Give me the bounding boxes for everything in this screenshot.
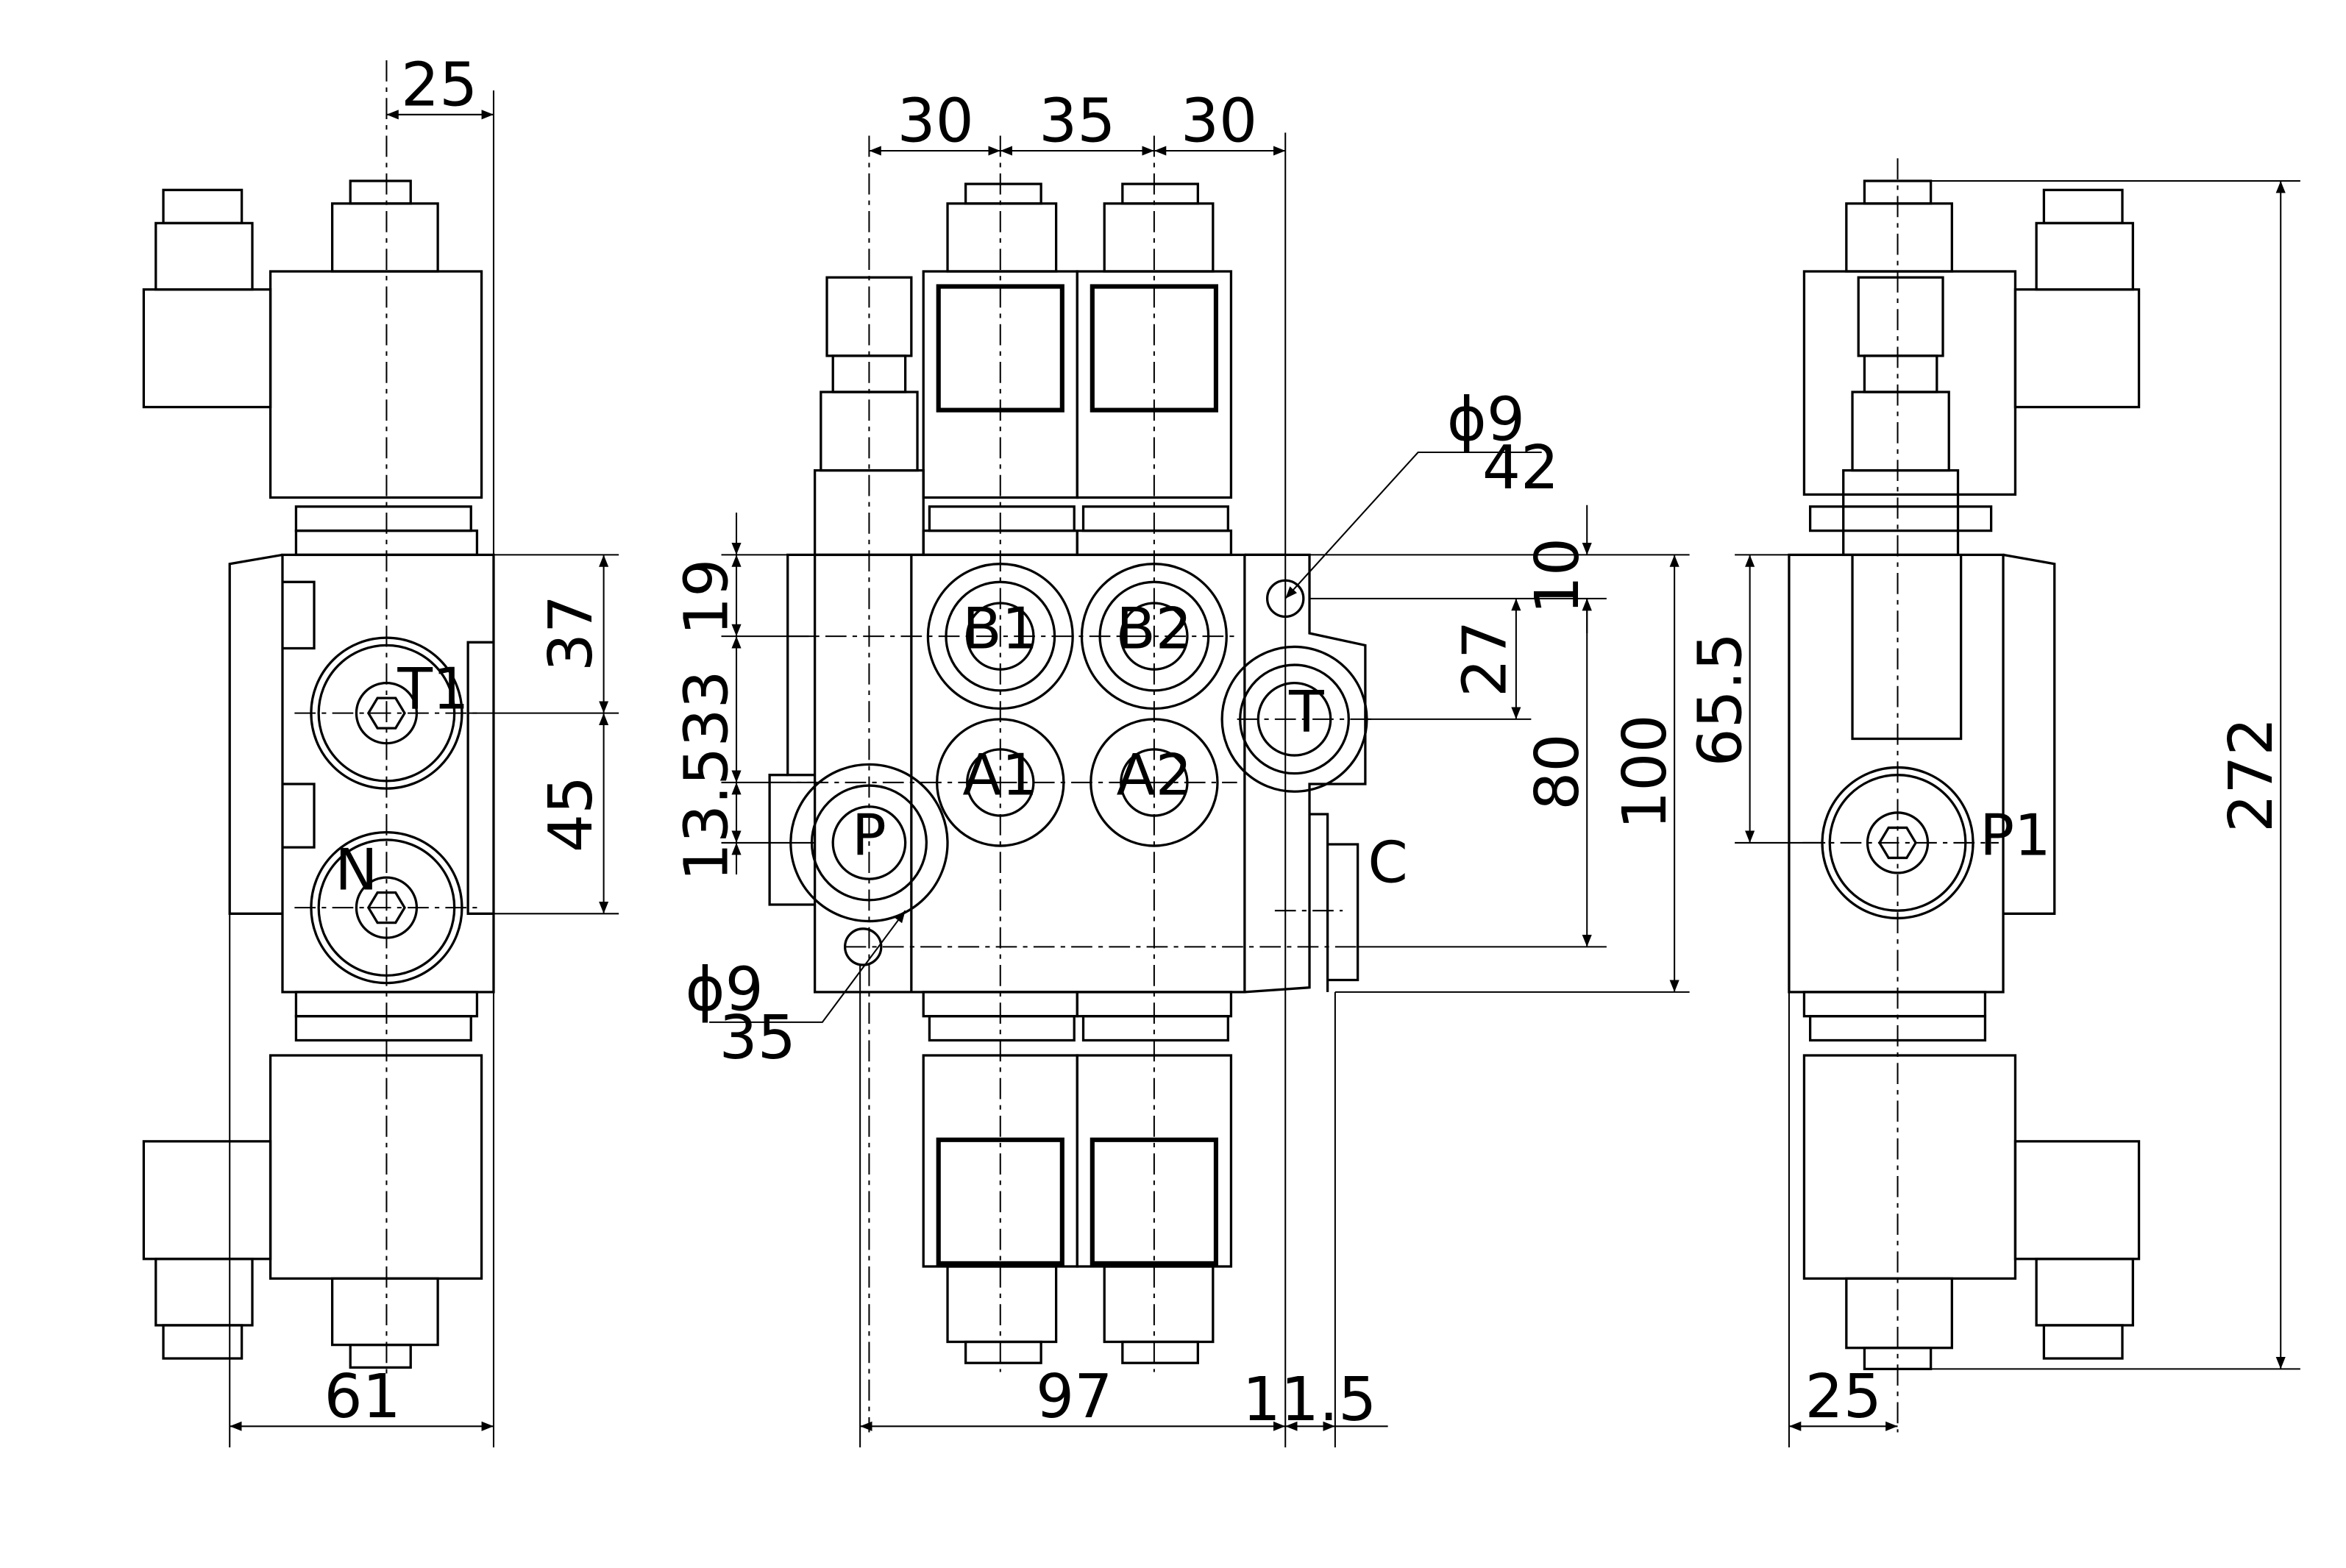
dim-left-bottom: 61 — [324, 1362, 400, 1432]
port-a2-label: A2 — [1116, 742, 1192, 808]
dim-left-45: 45 — [536, 776, 606, 852]
dim-hole-top-pos: 42 — [1482, 433, 1559, 503]
dim-front-80: 80 — [1523, 733, 1593, 810]
port-p1-label: P1 — [1980, 802, 2051, 869]
dim-front-bottom-11-5: 11.5 — [1243, 1365, 1377, 1435]
port-t-label: T — [1288, 679, 1324, 745]
dim-front-33: 33 — [672, 670, 742, 746]
port-t1-label: T1 — [397, 657, 469, 723]
dim-front-top-3: 30 — [1181, 87, 1257, 157]
port-labels: B1 B2 A1 A2 P T C T1 N P1 — [335, 596, 2050, 904]
port-n-label: N — [335, 838, 377, 904]
left-view-centerline — [294, 60, 480, 1380]
dim-front-100: 100 — [1610, 714, 1680, 830]
dim-hole-bottom-pos: 35 — [719, 1003, 796, 1073]
dim-front-19: 19 — [672, 559, 742, 635]
port-c-label: C — [1368, 830, 1407, 896]
dim-front-27: 27 — [1451, 621, 1521, 697]
dim-left-top: 25 — [401, 51, 477, 121]
port-b1-label: B1 — [962, 596, 1038, 663]
port-b2-label: B2 — [1116, 596, 1192, 663]
left-side-view — [142, 179, 495, 1369]
dim-hole-bottom-dia: ϕ9 — [685, 955, 763, 1025]
dimension-labels: 25 37 45 61 30 35 30 ϕ9 42 ϕ9 35 19 33 1… — [324, 51, 2286, 1436]
dim-front-13-5: 13.5 — [672, 747, 742, 882]
right-side-view — [1788, 179, 2141, 1371]
dim-front-top-2: 35 — [1039, 87, 1115, 157]
dim-front-top-1: 30 — [897, 87, 973, 157]
dim-right-65-5: 65.5 — [1685, 632, 1755, 767]
port-a1-label: A1 — [962, 742, 1038, 808]
front-view — [768, 182, 1368, 1364]
dim-right-bottom-25: 25 — [1805, 1362, 1882, 1432]
front-view-centerlines — [769, 135, 1373, 1433]
dim-left-37: 37 — [536, 595, 606, 671]
dim-right-272: 272 — [2217, 717, 2286, 833]
dim-front-bottom-97: 97 — [1036, 1362, 1112, 1432]
port-p-label: P — [852, 802, 886, 869]
right-view-centerline — [1802, 158, 1999, 1433]
dimension-lines — [229, 90, 2300, 1447]
dim-front-10: 10 — [1523, 538, 1593, 614]
dim-hole-top-dia: ϕ9 — [1447, 385, 1525, 455]
